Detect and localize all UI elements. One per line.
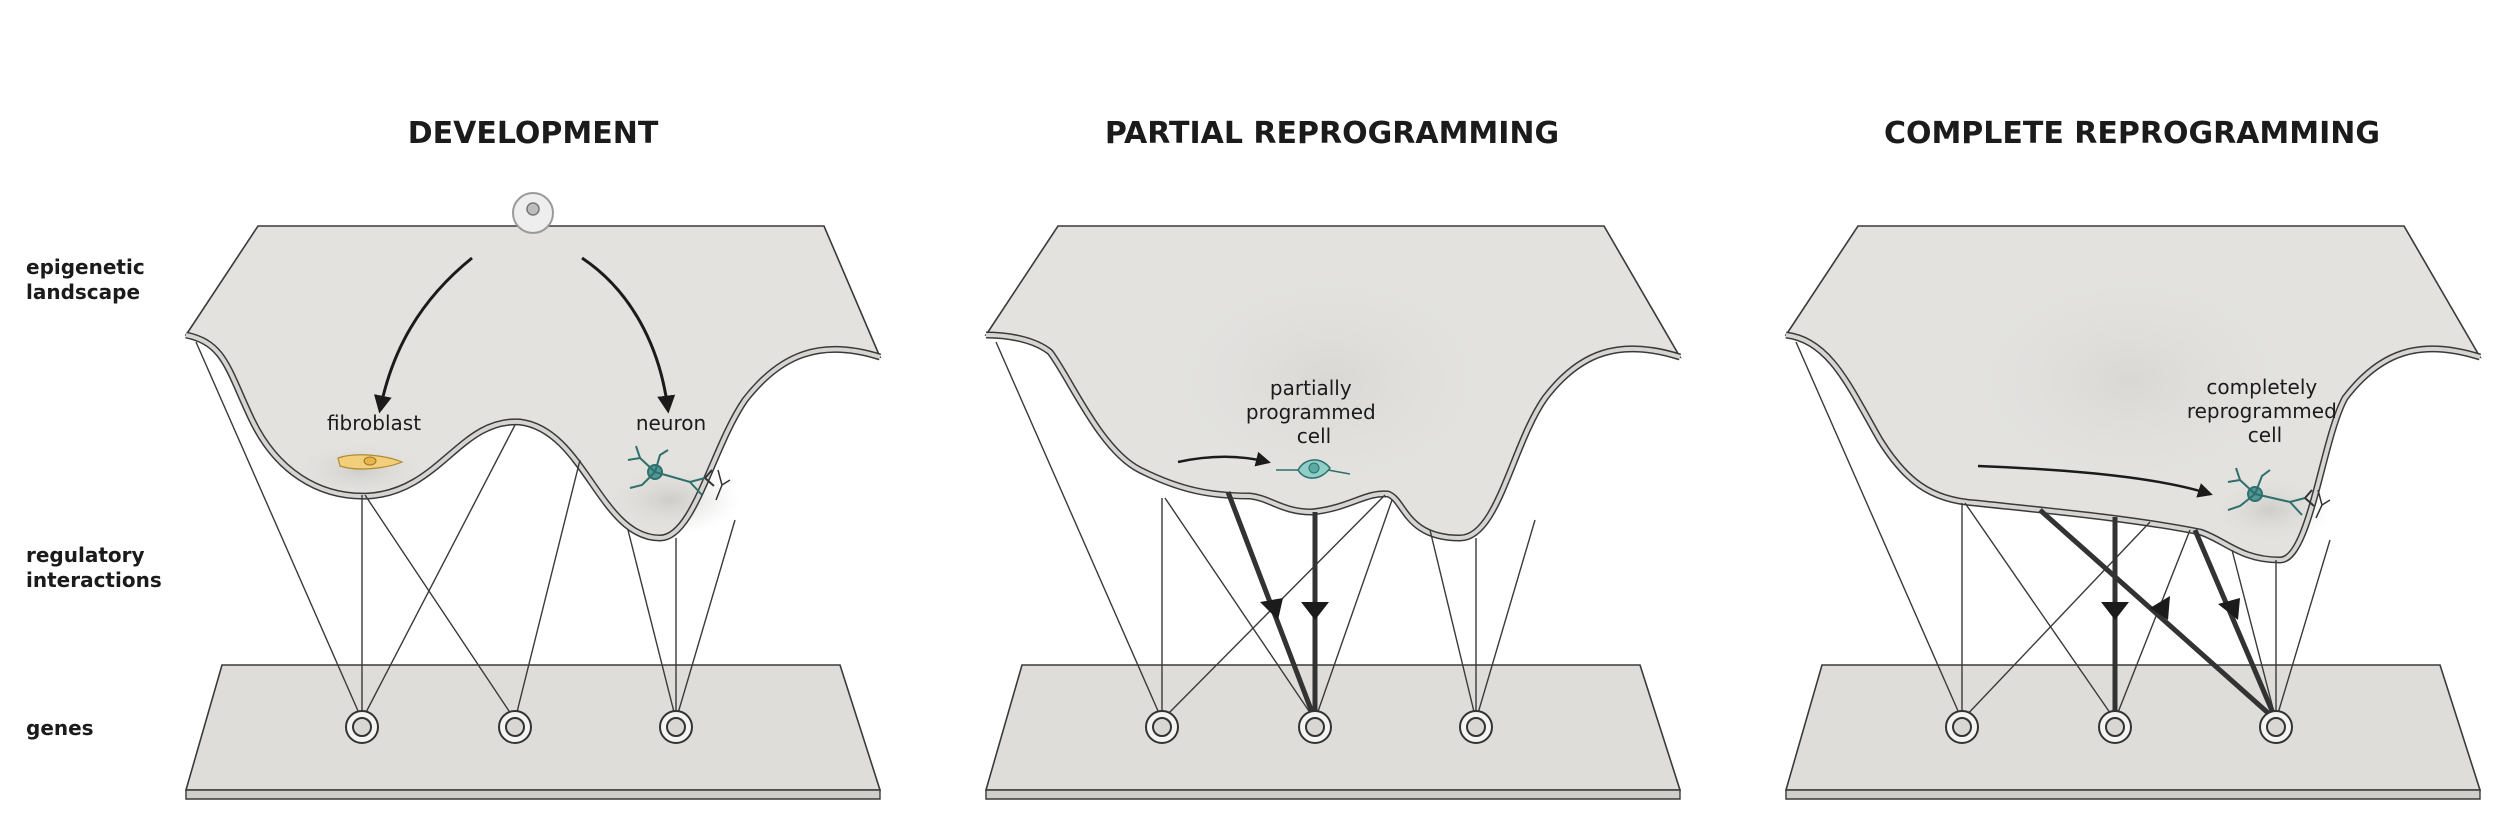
panel-development: DEVELOPMENT	[184, 116, 882, 800]
row-label-genes: genes	[26, 716, 94, 740]
cell-label-fibroblast: fibroblast	[327, 411, 421, 435]
neuron-icon	[627, 445, 731, 501]
valley-shadow	[290, 440, 430, 500]
arrow-icon	[581, 256, 676, 414]
cell-label-partially-programmed: partially programmed cell	[1246, 376, 1382, 448]
partial-cell-icon	[1276, 459, 1351, 479]
dome-shadow	[1150, 260, 1510, 500]
cell-label-line: cell	[2248, 423, 2282, 447]
reprogrammed-neuron-icon	[2227, 467, 2331, 519]
cell-label-completely-reprogrammed: completely reprogrammed cell	[2187, 375, 2343, 447]
cell-label-line: cell	[1297, 424, 1331, 448]
row-label-line: interactions	[26, 568, 162, 592]
gene-node-icon	[498, 710, 532, 744]
gene-node-icon	[345, 710, 379, 744]
panel-complete-reprogramming: COMPLETE REPROGRAMMING	[1784, 116, 2482, 800]
panel-title: DEVELOPMENT	[408, 116, 659, 151]
gene-plane	[184, 664, 882, 791]
strong-regulation	[2038, 508, 2279, 722]
arrow-icon	[1977, 464, 2213, 498]
gene-plane-edge	[985, 789, 1681, 800]
stem-cell-icon	[512, 192, 554, 234]
arrow-icon	[2101, 602, 2129, 620]
landscape-ridge-inner	[185, 333, 881, 540]
row-label-line: landscape	[26, 280, 140, 304]
regulatory-lines	[1795, 341, 2331, 721]
panel-title: COMPLETE REPROGRAMMING	[1884, 116, 2380, 151]
dome-shadow	[1950, 260, 2310, 500]
cell-label-line: programmed	[1246, 400, 1376, 424]
gene-plane	[1784, 664, 2482, 791]
row-label-line: epigenetic	[26, 255, 145, 279]
epigenetic-landscape	[184, 225, 882, 539]
gene-node-icon	[2259, 710, 2293, 744]
row-label-line: regulatory	[26, 543, 145, 567]
cell-label-line: completely	[2206, 375, 2317, 399]
cell-label-neuron: neuron	[636, 411, 706, 435]
regulatory-lines	[195, 341, 736, 721]
gene-node-icon	[2098, 710, 2132, 744]
gene-node-icon	[1459, 710, 1493, 744]
row-label-epigenetic-landscape: epigenetic landscape	[26, 255, 152, 304]
arrow-icon	[2218, 598, 2240, 620]
cell-label-line: partially	[1270, 376, 1352, 400]
fibroblast-icon	[337, 454, 404, 470]
gene-node-icon	[659, 710, 693, 744]
strong-regulation	[1225, 491, 1329, 721]
arrow-icon	[2150, 596, 2170, 620]
gene-node-icon	[1298, 710, 1332, 744]
arrow-icon	[1177, 451, 1271, 467]
arrow-icon	[374, 256, 473, 414]
row-label-regulatory-interactions: regulatory interactions	[26, 543, 162, 592]
landscape-ridge-inner	[1785, 333, 2481, 562]
panel-title: PARTIAL REPROGRAMMING	[1105, 116, 1559, 151]
gene-plane-edge	[185, 789, 881, 800]
cell-label-line: reprogrammed	[2187, 399, 2337, 423]
valley-shadow	[2210, 475, 2330, 545]
gene-node-icon	[1945, 710, 1979, 744]
gene-plane	[984, 664, 1682, 791]
panel-partial-reprogramming: PARTIAL REPROGRAMMING partial	[984, 116, 1682, 800]
gene-node-icon	[1145, 710, 1179, 744]
arrow-icon	[1260, 598, 1283, 620]
landscape-ridge-inner	[985, 333, 1681, 540]
arrow-icon	[1301, 602, 1329, 620]
gene-plane-edge	[1785, 789, 2481, 800]
